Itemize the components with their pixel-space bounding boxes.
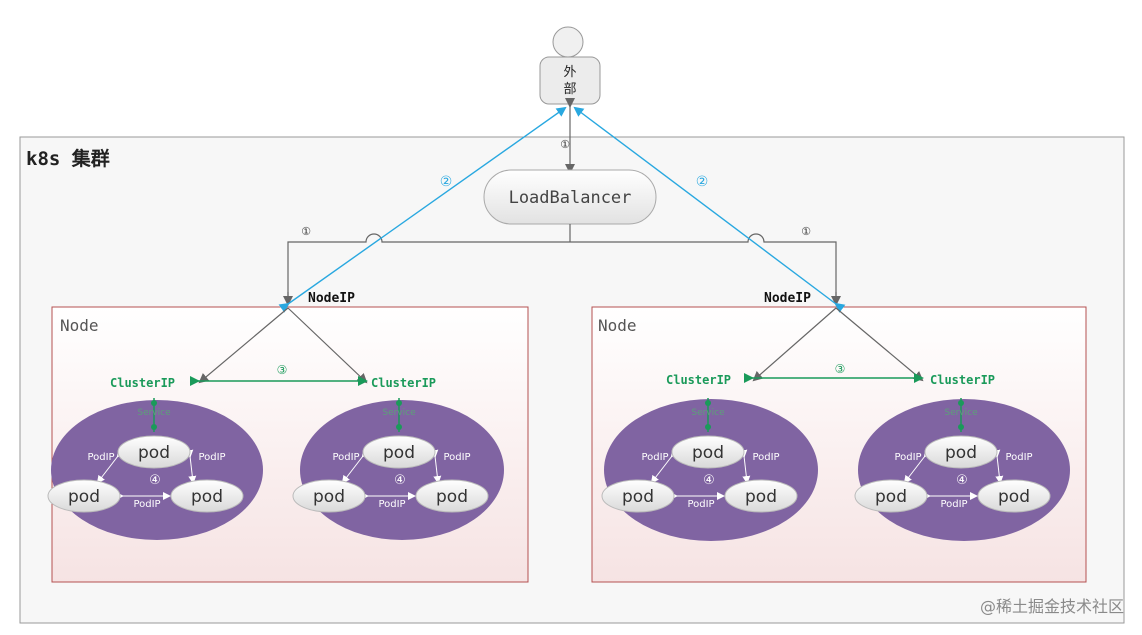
pod: [977, 479, 1051, 513]
pod: [924, 435, 998, 469]
pod-link: [185, 449, 197, 484]
watermark: @稀土掘金技术社区: [980, 597, 1124, 616]
pod-label: pod: [313, 487, 345, 507]
service-dot: [396, 424, 402, 430]
marker-one-right: ①: [801, 225, 811, 238]
service-dot: [705, 400, 711, 406]
node-label-left: Node: [60, 316, 99, 335]
pod-link: [739, 449, 751, 484]
node-label-right: Node: [598, 316, 637, 335]
service-label: Service: [691, 408, 725, 418]
service-dot: [958, 400, 964, 406]
service-ellipse: [51, 400, 263, 540]
pod-link: [650, 448, 679, 484]
pod-label: pod: [436, 487, 468, 507]
podip-label: PodIP: [894, 452, 921, 463]
pod-link: [430, 449, 442, 484]
pod-label: pod: [191, 487, 223, 507]
pod-link: [903, 448, 932, 484]
podip-label: PodIP: [641, 452, 668, 463]
external-label-line2: 部: [563, 82, 576, 97]
pod-label: pod: [622, 487, 654, 507]
external-user-icon: [539, 26, 601, 105]
podip-label: PodIP: [687, 499, 714, 510]
pod-link: [992, 449, 1004, 484]
service-label: Service: [137, 408, 171, 418]
service-dot: [396, 400, 402, 406]
podip-label: PodIP: [1005, 452, 1032, 463]
podip-label: PodIP: [752, 452, 779, 463]
pod: [170, 479, 244, 513]
clusterip-label-1: ClusterIP: [110, 376, 175, 390]
marker-one-left: ①: [301, 225, 311, 238]
marker-two-left: ②: [440, 174, 453, 190]
podip-label: PodIP: [198, 452, 225, 463]
external-to-nodeip-right: [573, 106, 846, 313]
service-label: Service: [382, 408, 416, 418]
podip-label: PodIP: [87, 452, 114, 463]
clusterip-label-4: ClusterIP: [930, 373, 995, 387]
pod-label: pod: [68, 487, 100, 507]
external-label-line1: 外: [563, 65, 576, 80]
pod-link: [96, 448, 125, 484]
pod: [292, 479, 366, 513]
service-dot: [151, 400, 157, 406]
pod: [47, 479, 121, 513]
service-dot: [151, 424, 157, 430]
nodeip-label-left: NodeIP: [308, 291, 355, 306]
service-ellipse: [604, 399, 818, 541]
pod: [601, 479, 675, 513]
external-to-nodeip-left: [278, 106, 567, 313]
podip-label: PodIP: [443, 452, 470, 463]
marker-four: ④: [956, 473, 968, 488]
service-ellipse: [858, 399, 1070, 541]
pod-label: pod: [745, 487, 777, 507]
marker-four: ④: [394, 473, 406, 488]
pod: [415, 479, 489, 513]
podip-label: PodIP: [378, 499, 405, 510]
podip-label: PodIP: [940, 499, 967, 510]
pod-link: [341, 448, 370, 484]
pod: [362, 435, 436, 469]
service-label: Service: [944, 408, 978, 418]
service-dot: [958, 424, 964, 430]
clusterip-label-3: ClusterIP: [666, 373, 731, 387]
clusterip-label-2: ClusterIP: [371, 376, 436, 390]
podip-label: PodIP: [133, 499, 160, 510]
marker-four: ④: [703, 473, 715, 488]
service-ellipse: [300, 400, 504, 540]
pod-label: pod: [945, 443, 977, 463]
load-balancer-label: LoadBalancer: [509, 188, 632, 208]
pod-label: pod: [138, 443, 170, 463]
marker-two-right: ②: [696, 174, 709, 190]
nodeip-label-right: NodeIP: [764, 291, 811, 306]
marker-three-left: ③: [277, 363, 288, 377]
pod: [724, 479, 798, 513]
pod: [117, 435, 191, 469]
marker-three-right: ③: [835, 362, 846, 376]
pod-label: pod: [875, 487, 907, 507]
service-dot: [705, 424, 711, 430]
pod: [854, 479, 928, 513]
cluster-title: k8s 集群: [26, 147, 110, 170]
pod-label: pod: [692, 443, 724, 463]
pod-label: pod: [383, 443, 415, 463]
pod-label: pod: [998, 487, 1030, 507]
pod: [671, 435, 745, 469]
marker-four: ④: [149, 473, 161, 488]
marker-one-top: ①: [560, 138, 570, 151]
podip-label: PodIP: [332, 452, 359, 463]
